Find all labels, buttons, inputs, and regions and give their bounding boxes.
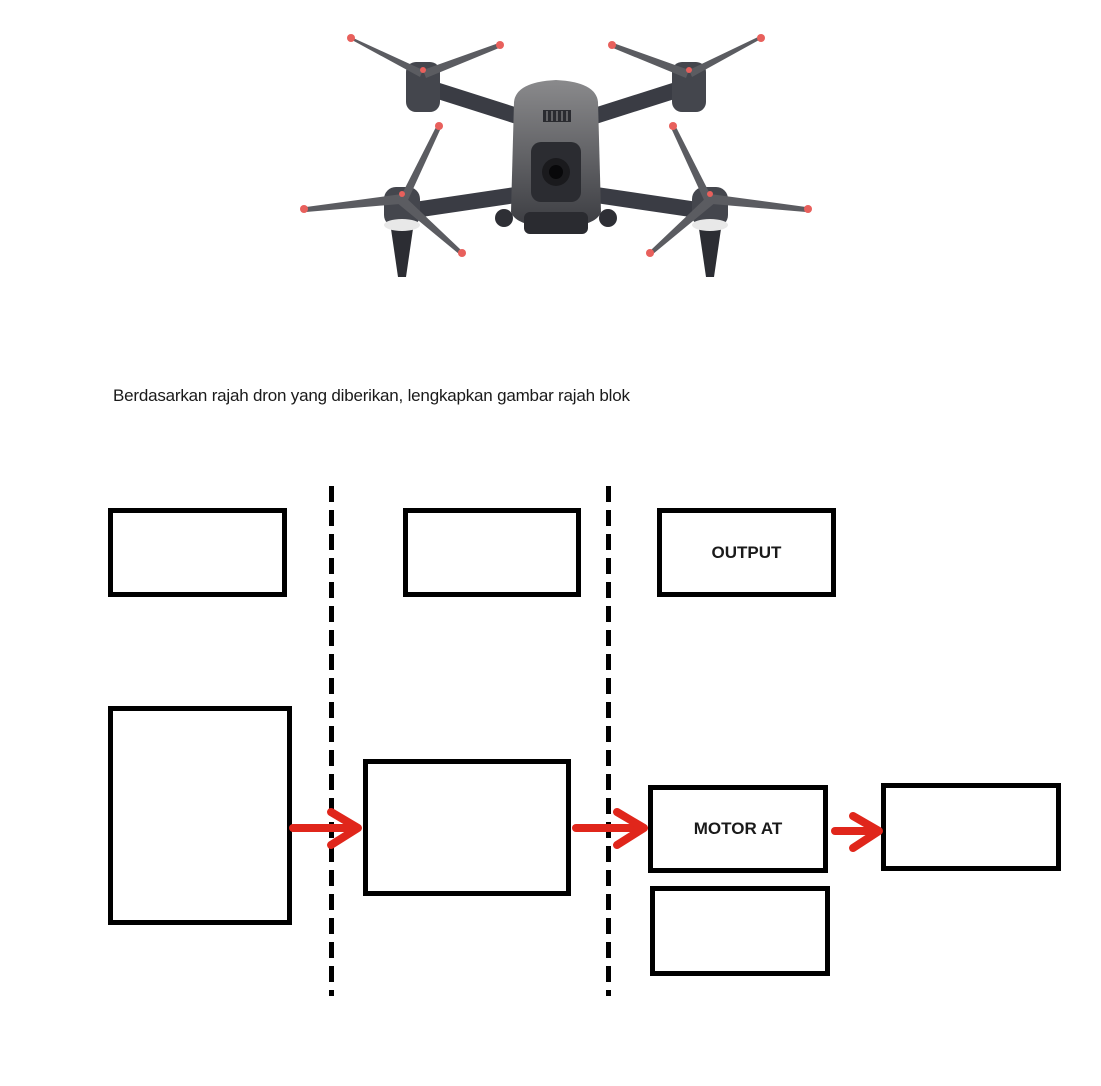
arrow-icon (831, 812, 883, 852)
header-box-1[interactable] (108, 508, 287, 597)
drone-image (300, 34, 812, 277)
header-box-2[interactable] (403, 508, 581, 597)
arrow-icon (572, 808, 648, 849)
instruction-text: Berdasarkan rajah dron yang diberikan, l… (113, 386, 630, 405)
block-output-2[interactable] (650, 886, 830, 976)
separator-line-1 (329, 486, 334, 996)
arrow-icon (289, 808, 362, 849)
separator-line-2 (606, 486, 611, 996)
block-process[interactable] (363, 759, 571, 896)
block-after-motor[interactable] (881, 783, 1061, 871)
block-input[interactable] (108, 706, 292, 925)
header-box-output: OUTPUT (657, 508, 836, 597)
block-motor: MOTOR AT (648, 785, 828, 873)
